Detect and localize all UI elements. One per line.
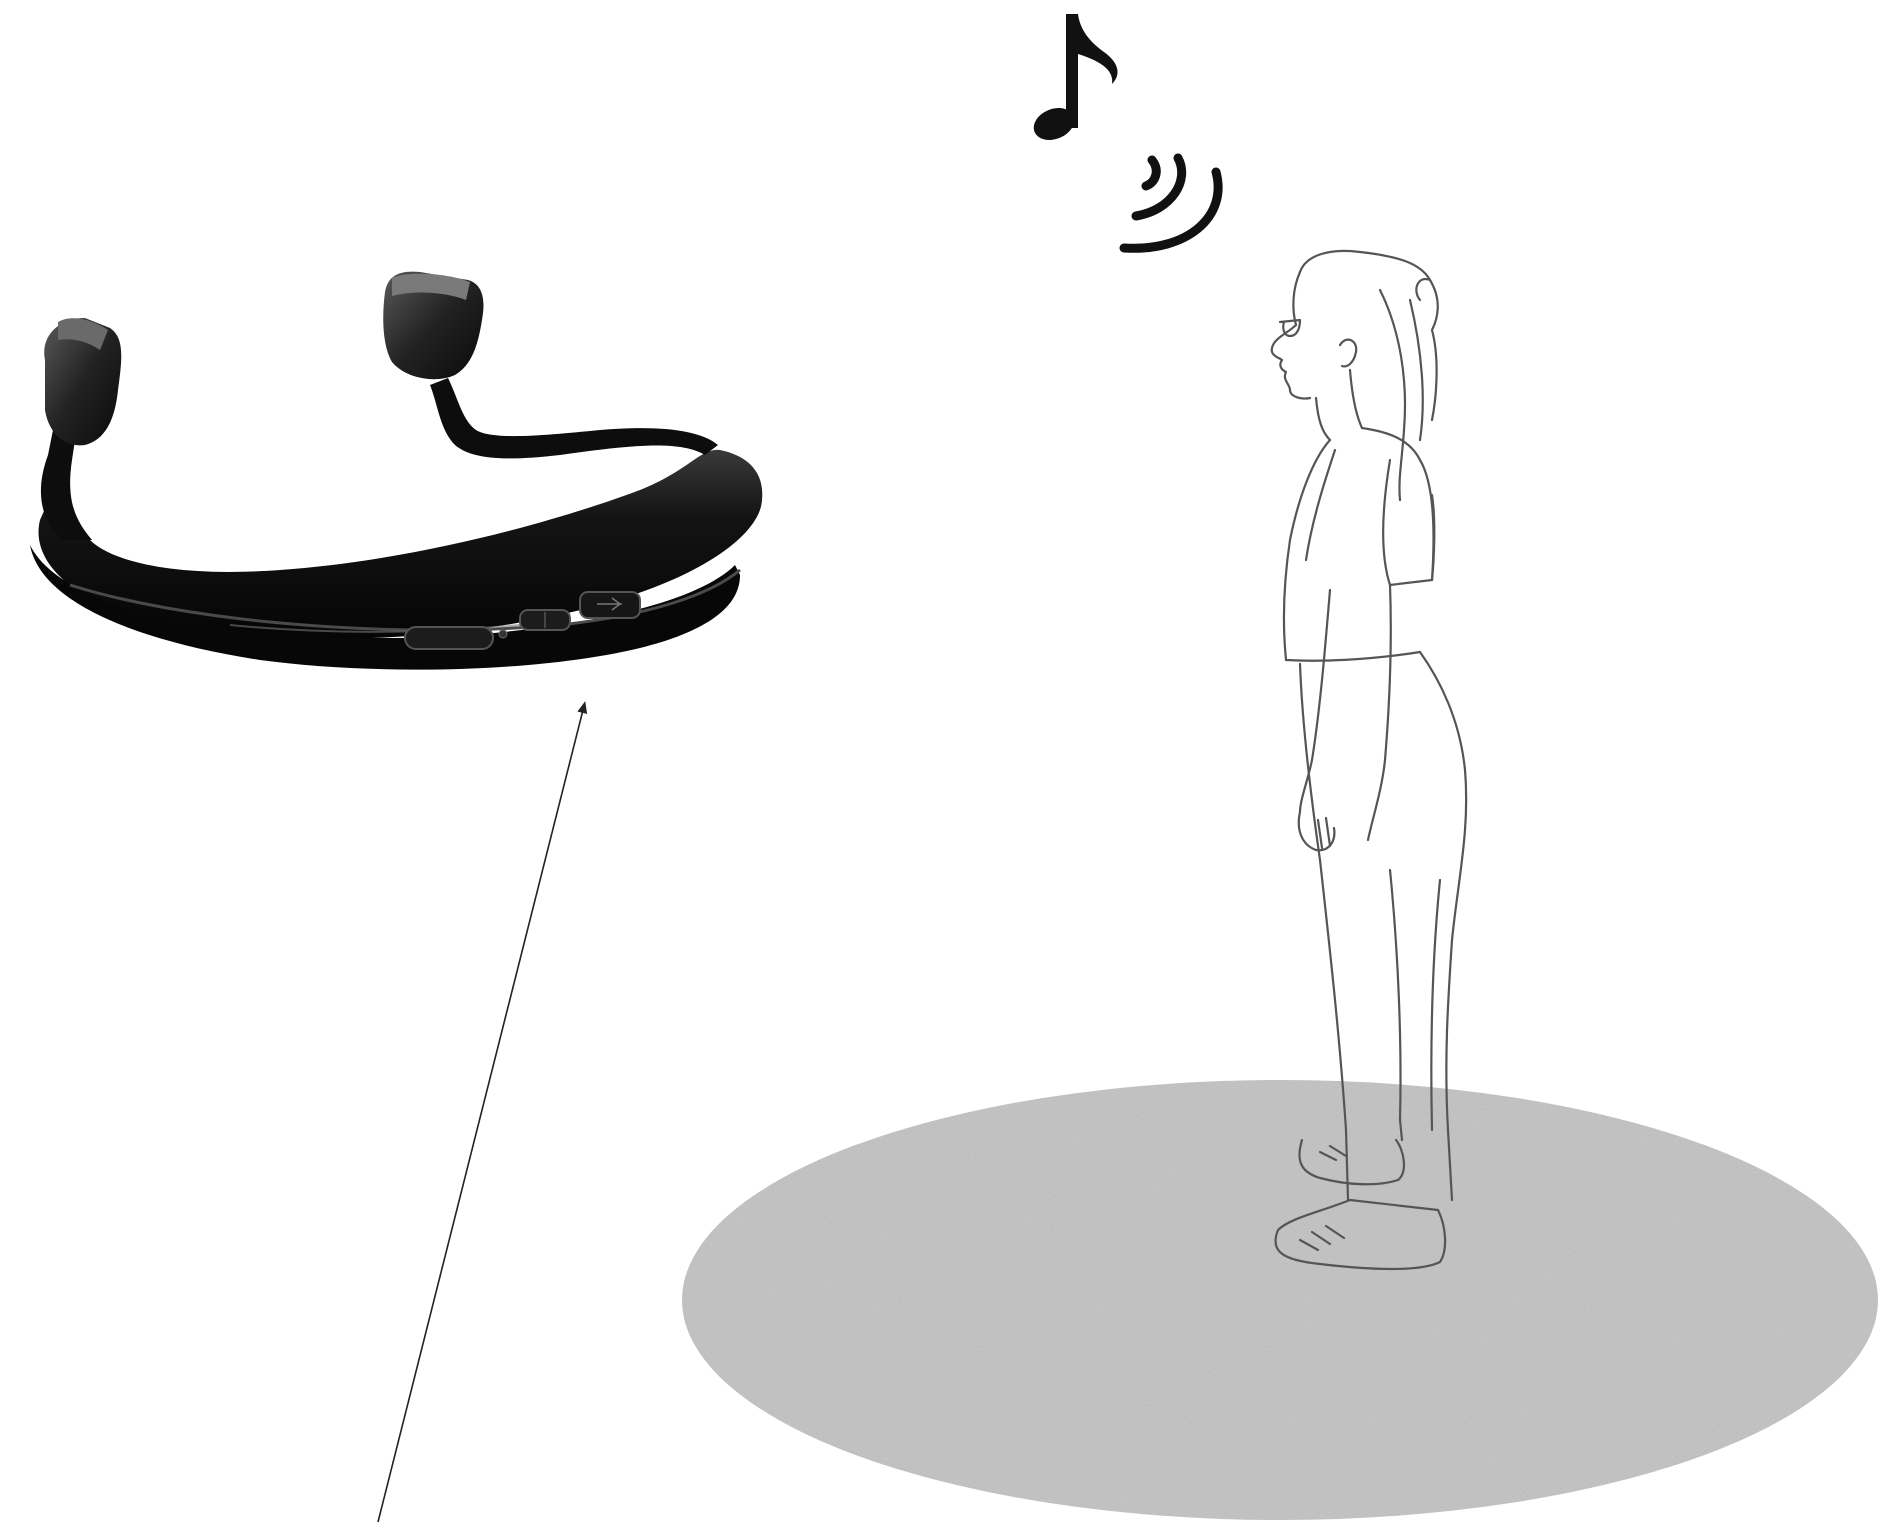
music-note-icon [1029, 14, 1118, 146]
pointer-arrow [378, 706, 584, 1522]
sound-waves-icon [1124, 158, 1218, 248]
bone-conduction-headphones [30, 272, 762, 670]
ground-shadow [682, 1080, 1878, 1520]
